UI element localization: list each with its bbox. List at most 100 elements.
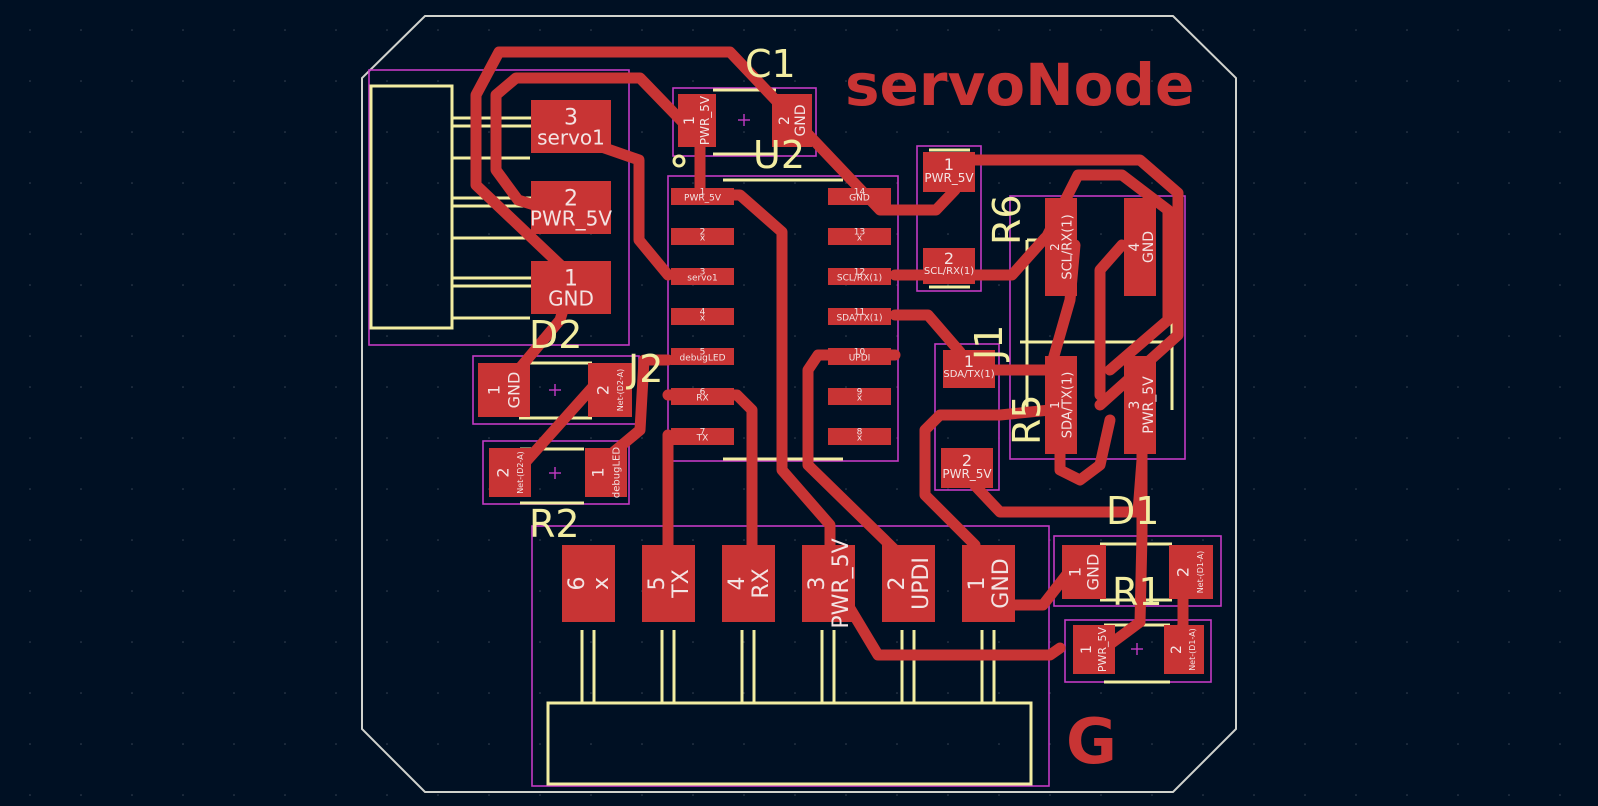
j2-pad-1 (962, 545, 1015, 622)
d2-pad-2-net: Net-(D2-A) (616, 369, 625, 412)
u2-pin-12-net: SCL/RX(1) (837, 274, 882, 284)
j2-pad-5-number: 5 (645, 577, 670, 591)
r2-pad-2 (489, 448, 531, 497)
u2-pin-2 (671, 228, 734, 245)
j1-pad-4 (1124, 198, 1156, 296)
r2-pad-2-number: 2 (494, 467, 513, 477)
u2-pin-7 (671, 428, 734, 445)
r5-pad-1-net: SDA/TX(1) (943, 369, 994, 380)
j2-pad-2-number: 2 (885, 577, 910, 591)
j1-pad-1-number: 1 (1048, 401, 1062, 409)
d1-pad-2 (1169, 545, 1213, 599)
r1-pad-1-number: 1 (1079, 645, 1095, 654)
u2-pin-9 (828, 388, 891, 405)
j2-pad-4-net: RX (749, 568, 774, 598)
u2-pin-9-number: 9 (857, 388, 863, 398)
u2-pin-14-number: 14 (854, 188, 866, 198)
r6-pad-1 (923, 152, 975, 192)
u2-pin-1-net: PWR_5V (684, 194, 722, 204)
u2-pin-2-net: x (700, 234, 706, 244)
d1-pad-2-net: Net-(D1-A) (1196, 551, 1205, 594)
refdes-j2: J2 (626, 347, 663, 391)
d1-pad-2-number: 2 (1174, 567, 1193, 577)
j1-pad-2 (1045, 198, 1077, 296)
r6-pad-2-number: 2 (944, 249, 954, 268)
refdes-r1: R1 (1112, 570, 1163, 614)
u2-pin-7-net: TX (696, 434, 709, 444)
r1-pad-1 (1073, 625, 1115, 674)
u2-pin-10-number: 10 (854, 348, 866, 358)
r2-pad-1 (585, 448, 627, 497)
servo-header-pad-2-net: PWR_5V (530, 207, 612, 231)
j2-pad-5 (642, 545, 695, 622)
u2-pin-5-number: 5 (700, 348, 706, 358)
d1-pad-1-net: GND (1084, 554, 1103, 591)
d2-pad-1 (478, 363, 530, 417)
u2-pin-6-number: 6 (700, 388, 706, 398)
d1-pad-1-number: 1 (1066, 567, 1085, 577)
side-mark: G (1066, 705, 1117, 778)
u2-pin-10-net: UPDI (849, 354, 871, 364)
j2-pad-1-net: GND (989, 558, 1014, 608)
refdes-d1: D1 (1106, 489, 1159, 533)
servo-header-pad-1-number: 3 (564, 106, 578, 131)
j2-pad-3-number: 3 (805, 577, 830, 591)
u2-pin-3-number: 3 (700, 268, 706, 278)
j2-pad-6-net: x (589, 577, 614, 590)
refdes-j1: J1 (967, 325, 1011, 362)
refdes-r5: R5 (1005, 394, 1049, 445)
j2-pad-4 (722, 545, 775, 622)
u2-pin-1 (671, 188, 734, 205)
r5-pad-2 (941, 448, 993, 488)
refdes-r6: R6 (985, 194, 1029, 245)
servo-header-pad-3 (531, 261, 611, 314)
c1-pad-2-net: GND (793, 104, 809, 136)
u2-pin-7-number: 7 (700, 428, 706, 438)
servo-header-pad-3-number: 1 (564, 267, 578, 292)
servo-header-pad-1 (531, 100, 611, 153)
j2-pad-6-number: 6 (565, 577, 590, 591)
u2-pin-13-net: x (857, 234, 863, 244)
u2-pin-13-number: 13 (854, 228, 865, 238)
r5-pad-2-number: 2 (962, 451, 972, 470)
u2-pin-12-number: 12 (854, 268, 865, 278)
j2-pad-6 (562, 545, 615, 622)
u2-pin-11-number: 11 (854, 308, 865, 318)
j2-pad-1-number: 1 (965, 577, 990, 591)
j2-pad-3-net: PWR_5V (829, 538, 854, 628)
u2-pin-4-net: x (700, 314, 706, 324)
u2-pin-4 (671, 308, 734, 325)
u2-pin-14-net: GND (849, 194, 870, 204)
board-outline (361, 15, 1237, 793)
d1-pad-1 (1062, 545, 1106, 599)
u2-pin-3 (671, 268, 734, 285)
u2-pin-14 (828, 188, 891, 205)
servo-header-pad-2-number: 2 (564, 187, 578, 212)
u2-pin-5-net: debugLED (679, 354, 725, 364)
refdes-d2: D2 (529, 313, 582, 357)
refdes-u2: U2 (753, 133, 805, 177)
j1-pad-2-net: SCL/RX(1) (1061, 214, 1076, 279)
j2-pad-2-net: UPDI (909, 557, 934, 610)
u2-pin-12 (828, 268, 891, 285)
j1-pad-3-net: PWR_5V (1141, 376, 1157, 434)
j1-pad-1 (1045, 356, 1077, 454)
r1-pad-2 (1164, 625, 1204, 674)
j1-pad-4-net: GND (1141, 231, 1157, 263)
j1-pad-3-number: 3 (1127, 401, 1143, 410)
r6-pad-1-number: 1 (944, 155, 954, 174)
servo-header-pad-3-net: GND (548, 287, 594, 311)
u2-pin-8-number: 8 (857, 428, 863, 438)
r1-pad-1-net: PWR_5V (1096, 626, 1109, 672)
r2-pad-1-net: debugLED (612, 447, 623, 498)
r2-pad-1-number: 1 (589, 467, 608, 477)
u2-pin-11-net: SDA/TX(1) (836, 314, 882, 324)
c1-pad-2 (772, 94, 812, 147)
u2-pin-11 (828, 308, 891, 325)
r5-pad-2-net: PWR_5V (942, 467, 992, 481)
j2-pad-2 (882, 545, 935, 622)
c1-pad-1-net: PWR_5V (698, 95, 712, 145)
u2-pin-5 (671, 348, 734, 365)
u2-pin-13 (828, 228, 891, 245)
